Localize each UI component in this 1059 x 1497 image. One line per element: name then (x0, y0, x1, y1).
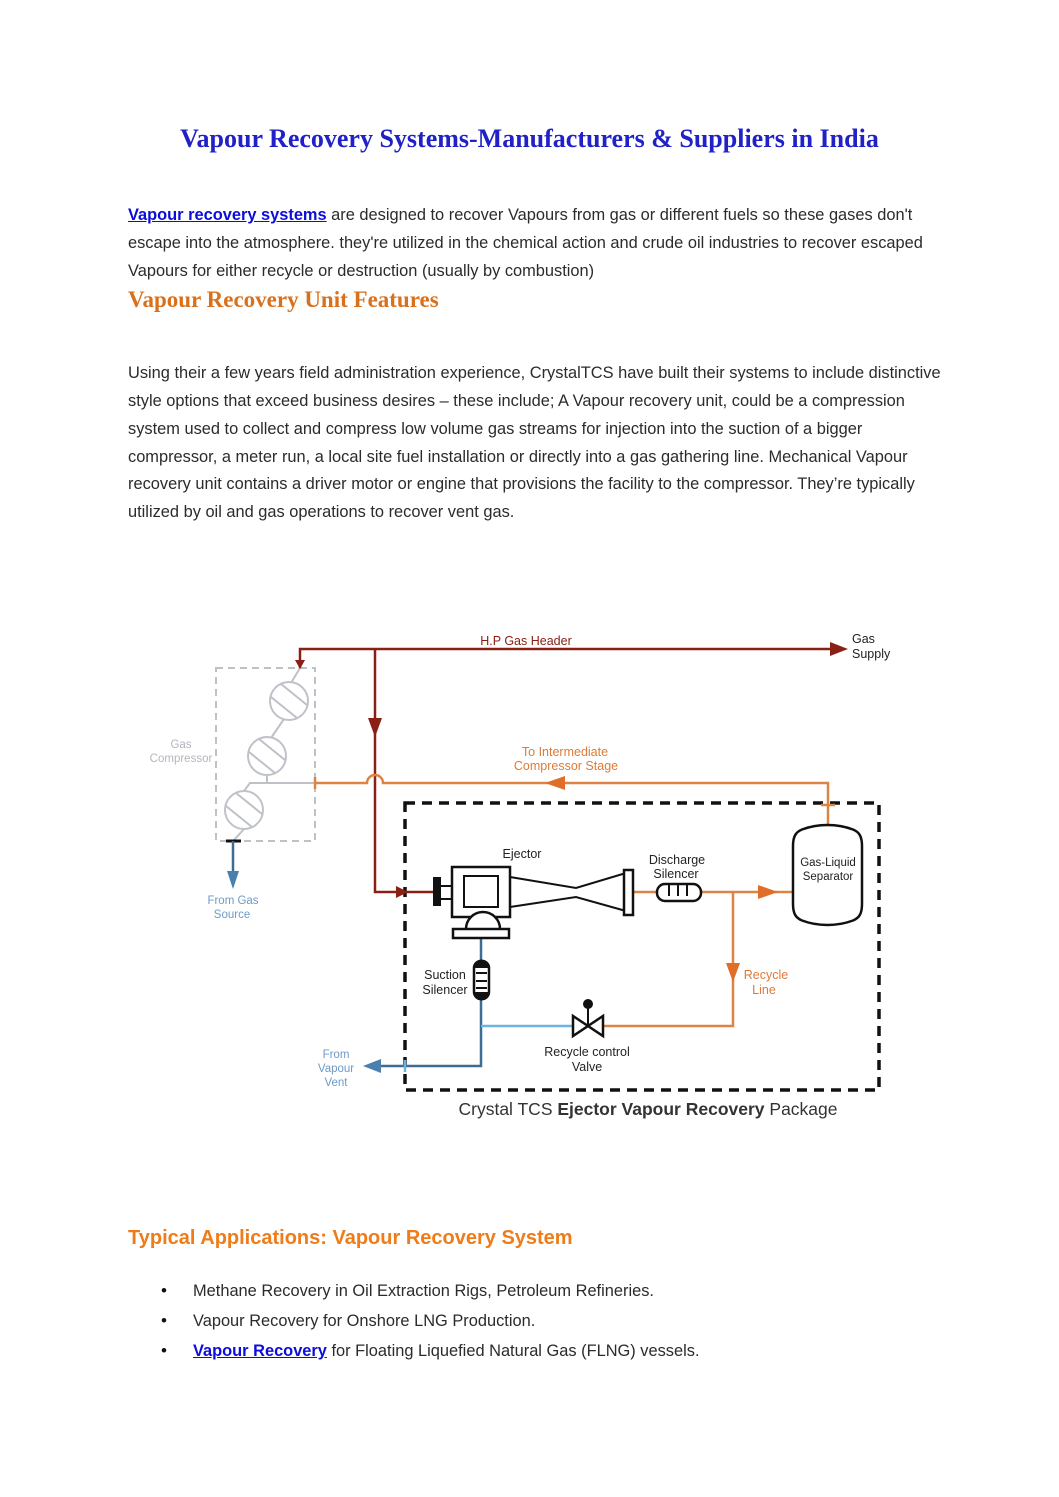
caption-normal-1: Crystal TCS (459, 1099, 558, 1119)
vapour-suction-lines (227, 841, 573, 1073)
list-item: Vapour Recovery for Onshore LNG Producti… (133, 1306, 953, 1336)
ejector-symbol (433, 865, 635, 940)
label-suction-silencer-2: Silencer (422, 983, 467, 997)
bullet-text: for Floating Liquefied Natural Gas (FLNG… (326, 1342, 700, 1360)
label-suction-silencer-1: Suction (424, 968, 466, 982)
label-from-vapour-vent-3: Vent (324, 1077, 348, 1089)
vapour-recovery-link[interactable]: Vapour Recovery (193, 1342, 327, 1360)
diagram-caption: Crystal TCS Ejector Vapour Recovery Pack… (459, 1099, 838, 1119)
intro-text: are designed to recover Vapours from gas… (128, 206, 923, 280)
page-title: Vapour Recovery Systems-Manufacturers & … (180, 124, 879, 153)
label-discharge-silencer-1: Discharge (649, 853, 705, 867)
discharge-recycle-lines (603, 885, 793, 1028)
label-gas-compressor-1: Gas (170, 739, 191, 751)
label-from-gas-source-2: Source (214, 909, 250, 921)
applications-bullet-list: Methane Recovery in Oil Extraction Rigs,… (133, 1276, 953, 1366)
applications-heading: Typical Applications: Vapour Recovery Sy… (128, 1227, 573, 1249)
label-discharge-silencer-2: Silencer (653, 867, 698, 881)
label-gas-compressor-2: Compressor (150, 753, 213, 765)
label-recycle-valve-2: Valve (572, 1060, 602, 1074)
suction-silencer-symbol (472, 959, 491, 1001)
label-separator-1: Gas-Liquid (800, 857, 856, 869)
label-recycle-line-2: Line (752, 983, 776, 997)
recycle-valve-symbol (571, 999, 605, 1039)
intro-paragraph: Vapour recovery systems are designed to … (128, 202, 946, 285)
list-item: Methane Recovery in Oil Extraction Rigs,… (133, 1276, 953, 1306)
bullet-text: Vapour Recovery for Onshore LNG Producti… (193, 1312, 536, 1330)
caption-bold: Ejector Vapour Recovery (557, 1099, 764, 1119)
label-from-vapour-vent-2: Vapour (318, 1063, 354, 1075)
caption-normal-2: Package (765, 1099, 838, 1119)
label-gas-supply-2: Supply (852, 647, 891, 661)
package-boundary (403, 801, 881, 1092)
label-recycle-valve-1: Recycle control (544, 1045, 629, 1059)
label-to-intermediate-1: To Intermediate (522, 745, 608, 759)
process-flow-diagram: H.P Gas Header Gas Supply Gas Compressor… (150, 632, 891, 1119)
label-from-gas-source-1: From Gas (207, 895, 258, 907)
features-paragraph: Using their a few years field administra… (128, 364, 941, 521)
discharge-silencer-symbol (655, 882, 703, 903)
features-heading: Vapour Recovery Unit Features (128, 287, 439, 312)
gas-compressor-symbol (215, 667, 316, 843)
to-intermediate-line (313, 773, 835, 826)
label-gas-supply-1: Gas (852, 632, 875, 646)
hp-gas-header-line (295, 642, 848, 898)
label-from-vapour-vent-1: From (323, 1049, 350, 1061)
vapour-recovery-systems-link[interactable]: Vapour recovery systems (128, 206, 327, 225)
label-ejector: Ejector (503, 847, 542, 861)
bullet-text: Methane Recovery in Oil Extraction Rigs,… (193, 1282, 654, 1300)
label-recycle-line-1: Recycle (744, 968, 789, 982)
label-hp-gas-header: H.P Gas Header (480, 634, 571, 648)
separator-vessel (791, 823, 864, 927)
label-to-intermediate-2: Compressor Stage (514, 759, 618, 773)
label-separator-2: Separator (803, 871, 854, 883)
list-item: Vapour Recovery for Floating Liquefied N… (133, 1336, 953, 1366)
